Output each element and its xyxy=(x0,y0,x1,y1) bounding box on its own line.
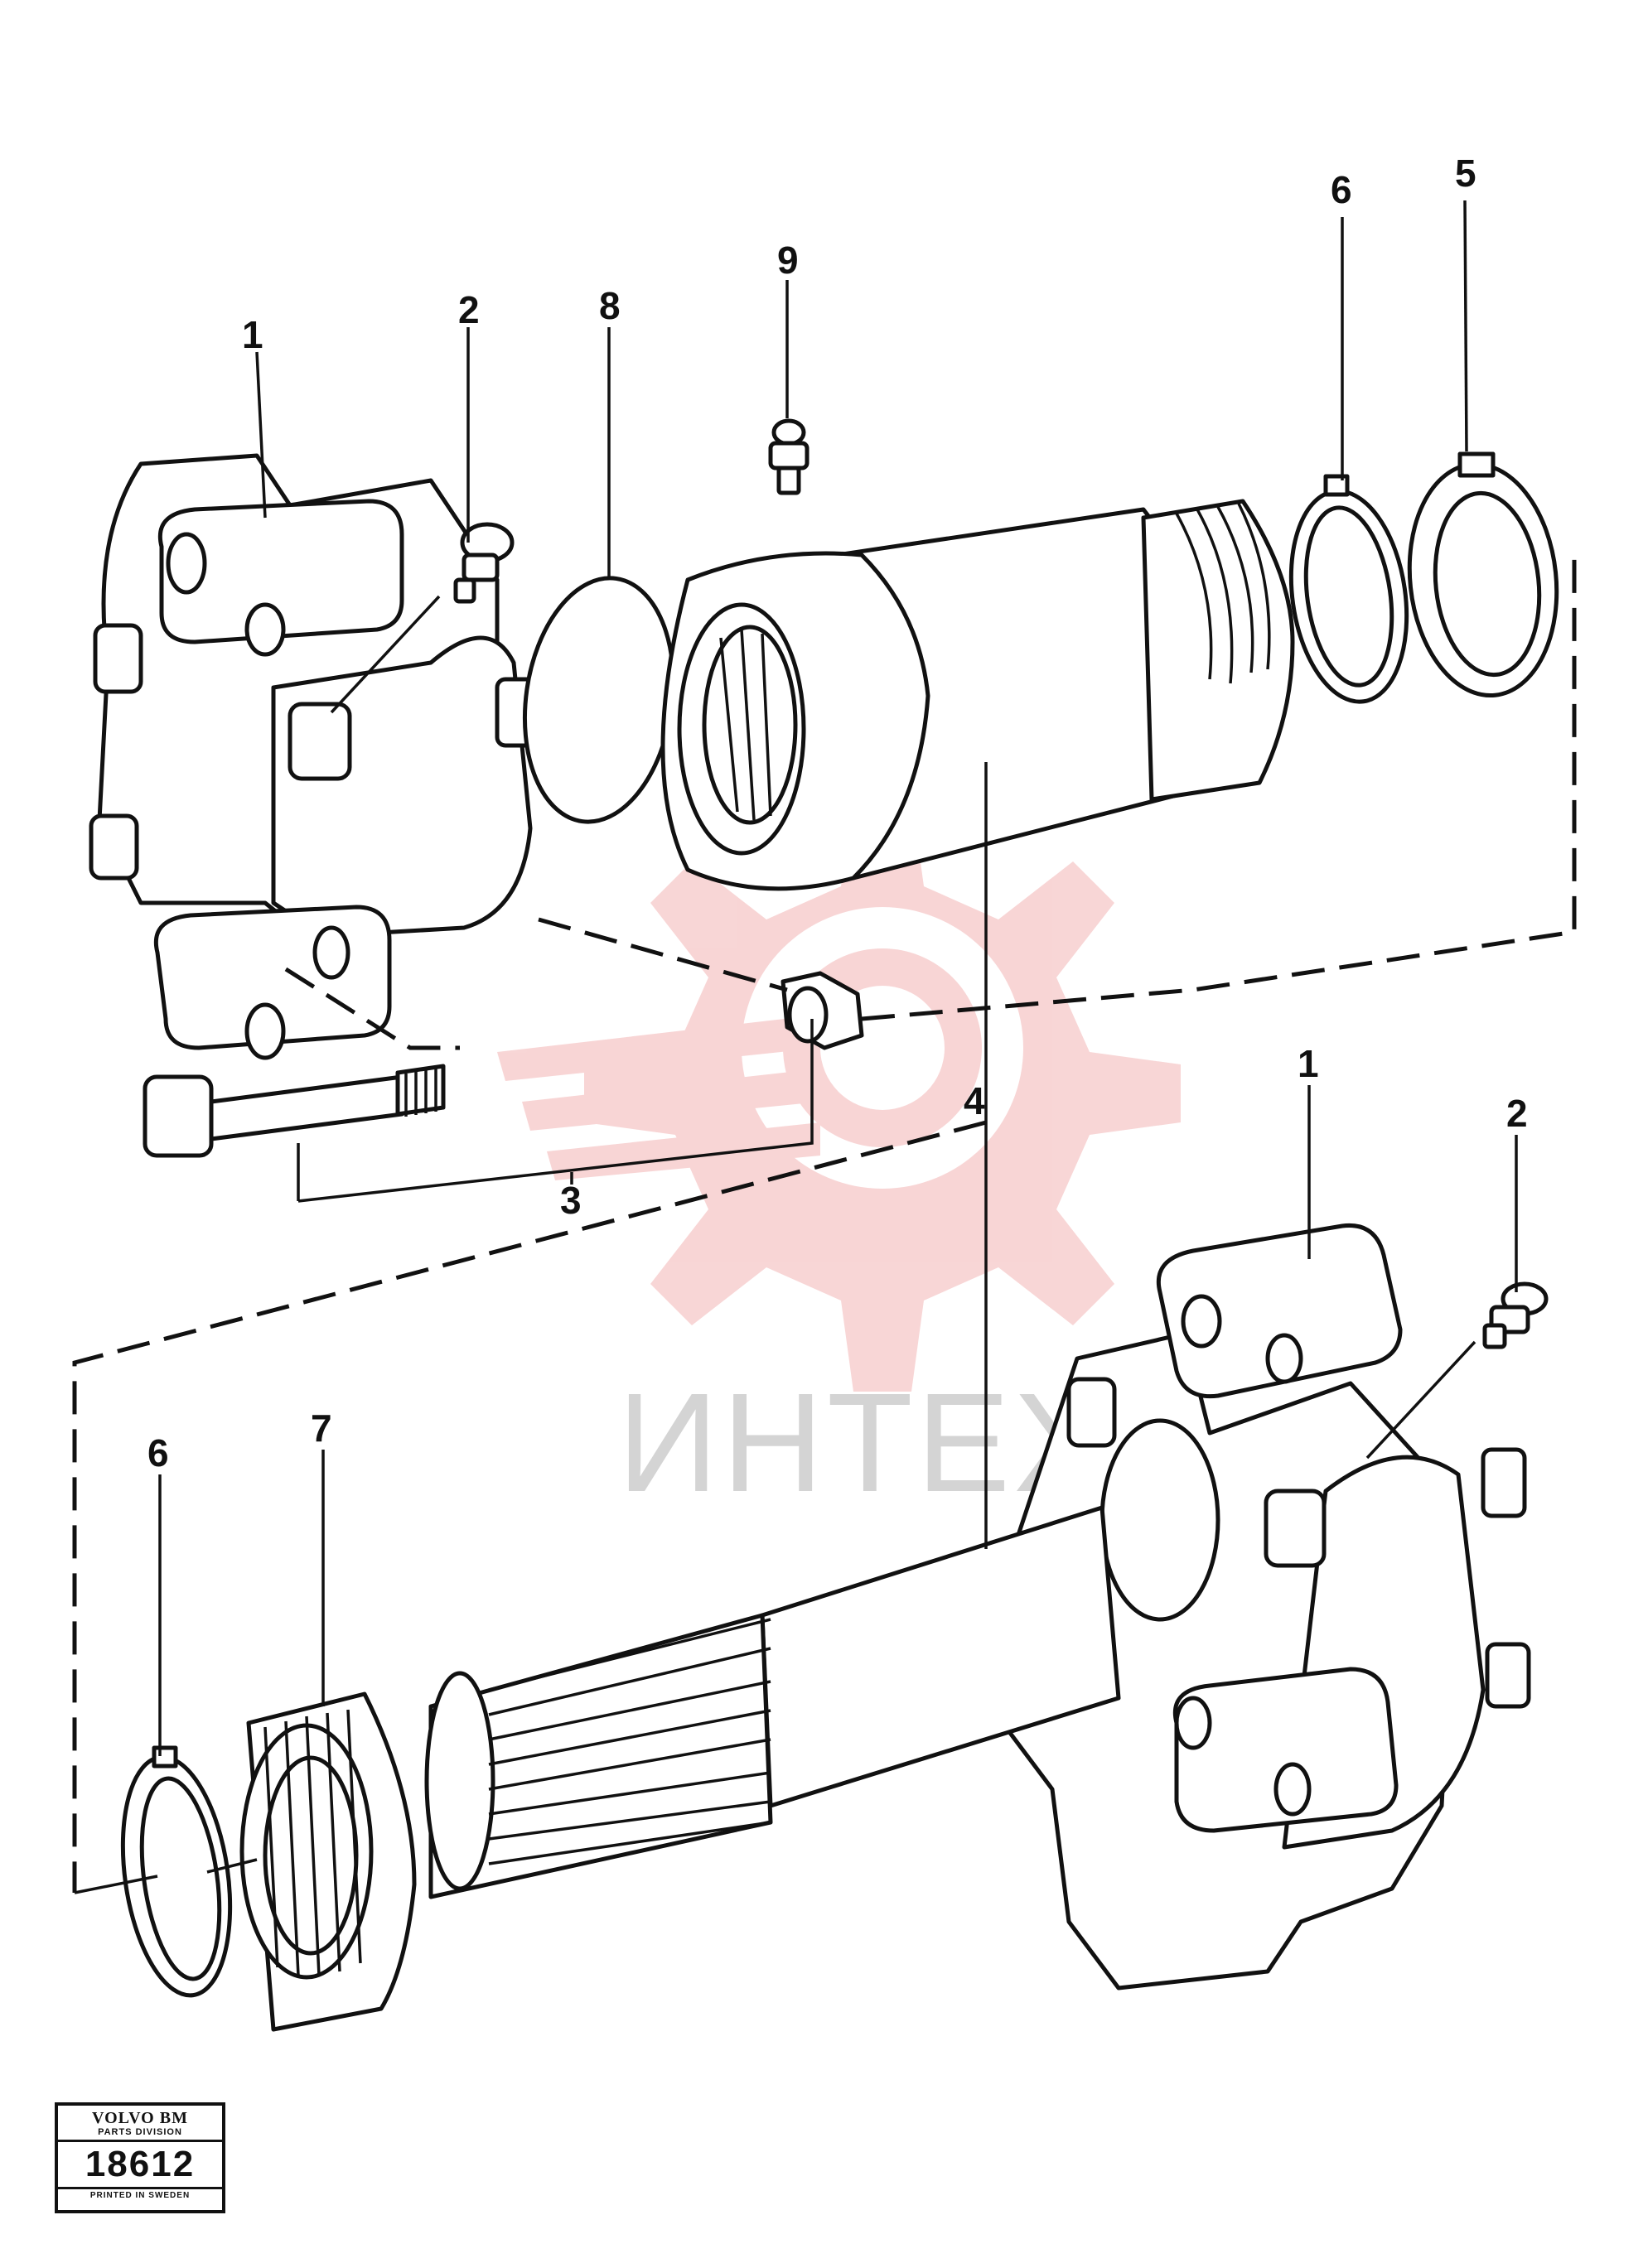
callout-1-top: 1 xyxy=(242,313,263,356)
watermark-gear-logo xyxy=(497,795,1181,1392)
callout-6-top: 6 xyxy=(1331,168,1352,211)
callout-labels: 1 2 8 9 6 5 3 4 1 2 6 7 xyxy=(147,152,1528,1474)
bolt xyxy=(143,1064,446,1158)
badge-division: PARTS DIVISION xyxy=(58,2127,222,2142)
badge-printed: PRINTED IN SWEDEN xyxy=(58,2187,222,2200)
grease-nipple-bottom xyxy=(1482,1281,1549,1349)
universal-joint-top xyxy=(89,453,539,1060)
seal-disc xyxy=(522,576,676,824)
callout-2-top: 2 xyxy=(458,288,480,331)
ring-part-5 xyxy=(1407,451,1559,698)
callout-4: 4 xyxy=(964,1079,985,1122)
callout-5: 5 xyxy=(1455,152,1476,195)
dashed-guide-top xyxy=(284,551,1577,1050)
dashed-guide-bottom xyxy=(72,1120,987,1894)
knurled-nut xyxy=(239,1691,417,2032)
leader-lines xyxy=(158,200,1518,1756)
split-ring-bottom xyxy=(120,1745,233,1998)
split-ring-top xyxy=(1288,474,1409,704)
universal-joint-bottom xyxy=(1000,1223,1531,1991)
callout-1-bottom: 1 xyxy=(1298,1042,1319,1085)
callout-8: 8 xyxy=(599,284,621,327)
nut xyxy=(781,971,864,1050)
callout-6-bottom: 6 xyxy=(147,1431,169,1474)
splined-shaft xyxy=(424,1505,1121,1899)
grease-nipple-top xyxy=(453,522,515,604)
callout-7: 7 xyxy=(311,1407,332,1450)
callout-3: 3 xyxy=(560,1179,582,1222)
callout-2-bottom: 2 xyxy=(1506,1092,1528,1135)
callout-9: 9 xyxy=(777,239,799,282)
watermark-text: ИНТЕХ xyxy=(617,1364,1111,1522)
badge-number: 18612 xyxy=(85,2144,196,2184)
badge-brand: VOLVO BM xyxy=(92,2109,188,2127)
volvo-parts-badge: VOLVO BM PARTS DIVISION 18612 PRINTED IN… xyxy=(55,2102,225,2213)
sliding-sleeve xyxy=(660,499,1295,891)
grease-nipple-tube xyxy=(768,418,810,495)
